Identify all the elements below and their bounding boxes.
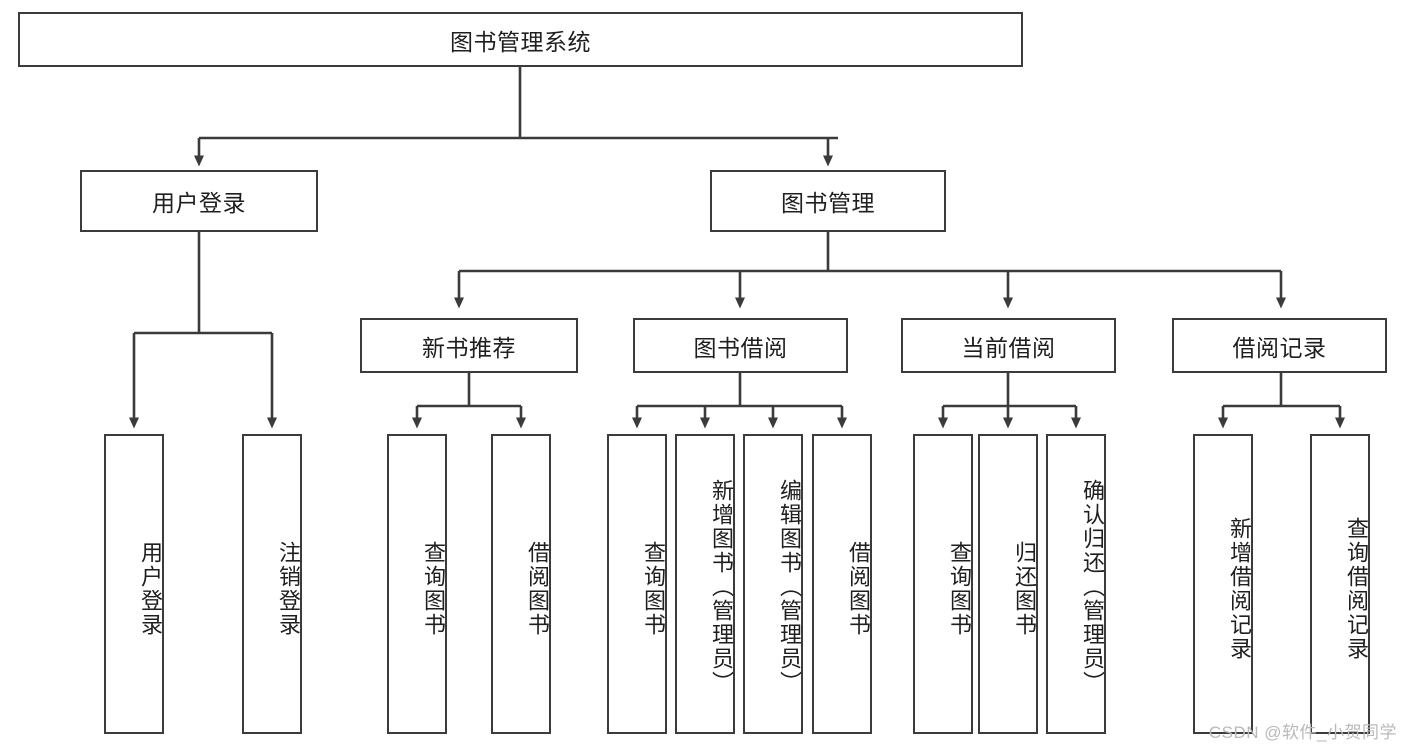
leaf-current-borrow-return-book[interactable]: 归还图书 [978,434,1038,734]
leaf-label: 注销登录 [276,541,301,637]
leaf-current-borrow-query-book[interactable]: 查询图书 [913,434,973,734]
leaf-label: 借阅图书 [846,541,871,637]
leaf-user-login-login[interactable]: 用户登录 [104,434,164,734]
leaf-label: 确认归还（管理员） [1080,479,1105,695]
leaf-label: 查询图书 [641,541,666,637]
node-new-book-recommend-label: 新书推荐 [422,334,516,361]
leaf-book-borrow-edit-book-admin[interactable]: 编辑图书（管理员） [743,434,803,734]
leaf-book-borrow-query-book[interactable]: 查询图书 [607,434,667,734]
node-root-label: 图书管理系统 [450,28,591,55]
leaf-book-borrow-add-book-admin[interactable]: 新增图书（管理员） [675,434,735,734]
node-borrow-record[interactable]: 借阅记录 [1172,318,1387,373]
node-new-book-recommend[interactable]: 新书推荐 [360,318,578,373]
leaf-user-login-logout[interactable]: 注销登录 [242,434,302,734]
leaf-label: 用户登录 [138,541,163,637]
node-user-login-label: 用户登录 [152,190,246,216]
leaf-new-book-query-book[interactable]: 查询图书 [387,434,447,734]
node-current-borrow[interactable]: 当前借阅 [901,318,1116,373]
node-user-login[interactable]: 用户登录 [80,170,318,232]
leaf-label: 借阅图书 [525,541,550,637]
leaf-label: 编辑图书（管理员） [777,479,802,695]
node-borrow-record-label: 借阅记录 [1232,334,1327,361]
leaf-borrow-record-add-record[interactable]: 新增借阅记录 [1193,434,1253,734]
leaf-new-book-borrow-book[interactable]: 借阅图书 [491,434,551,734]
leaf-label: 新增借阅记录 [1227,517,1252,661]
leaf-book-borrow-borrow-book[interactable]: 借阅图书 [812,434,872,734]
leaf-label: 查询图书 [947,541,972,637]
node-book-borrow[interactable]: 图书借阅 [633,318,848,373]
node-root[interactable]: 图书管理系统 [18,12,1023,67]
node-book-management[interactable]: 图书管理 [710,170,946,232]
leaf-label: 新增图书（管理员） [709,479,734,695]
leaf-label: 查询图书 [421,541,446,637]
leaf-label: 归还图书 [1012,541,1037,637]
leaf-borrow-record-query-record[interactable]: 查询借阅记录 [1310,434,1370,734]
node-book-borrow-label: 图书借阅 [693,334,788,361]
leaf-current-borrow-confirm-return-admin[interactable]: 确认归还（管理员） [1046,434,1106,734]
leaf-label: 查询借阅记录 [1344,517,1369,661]
node-book-management-label: 图书管理 [781,190,875,216]
node-current-borrow-label: 当前借阅 [961,334,1056,361]
watermark: CSDN @软件_小贺同学 [1208,723,1397,742]
